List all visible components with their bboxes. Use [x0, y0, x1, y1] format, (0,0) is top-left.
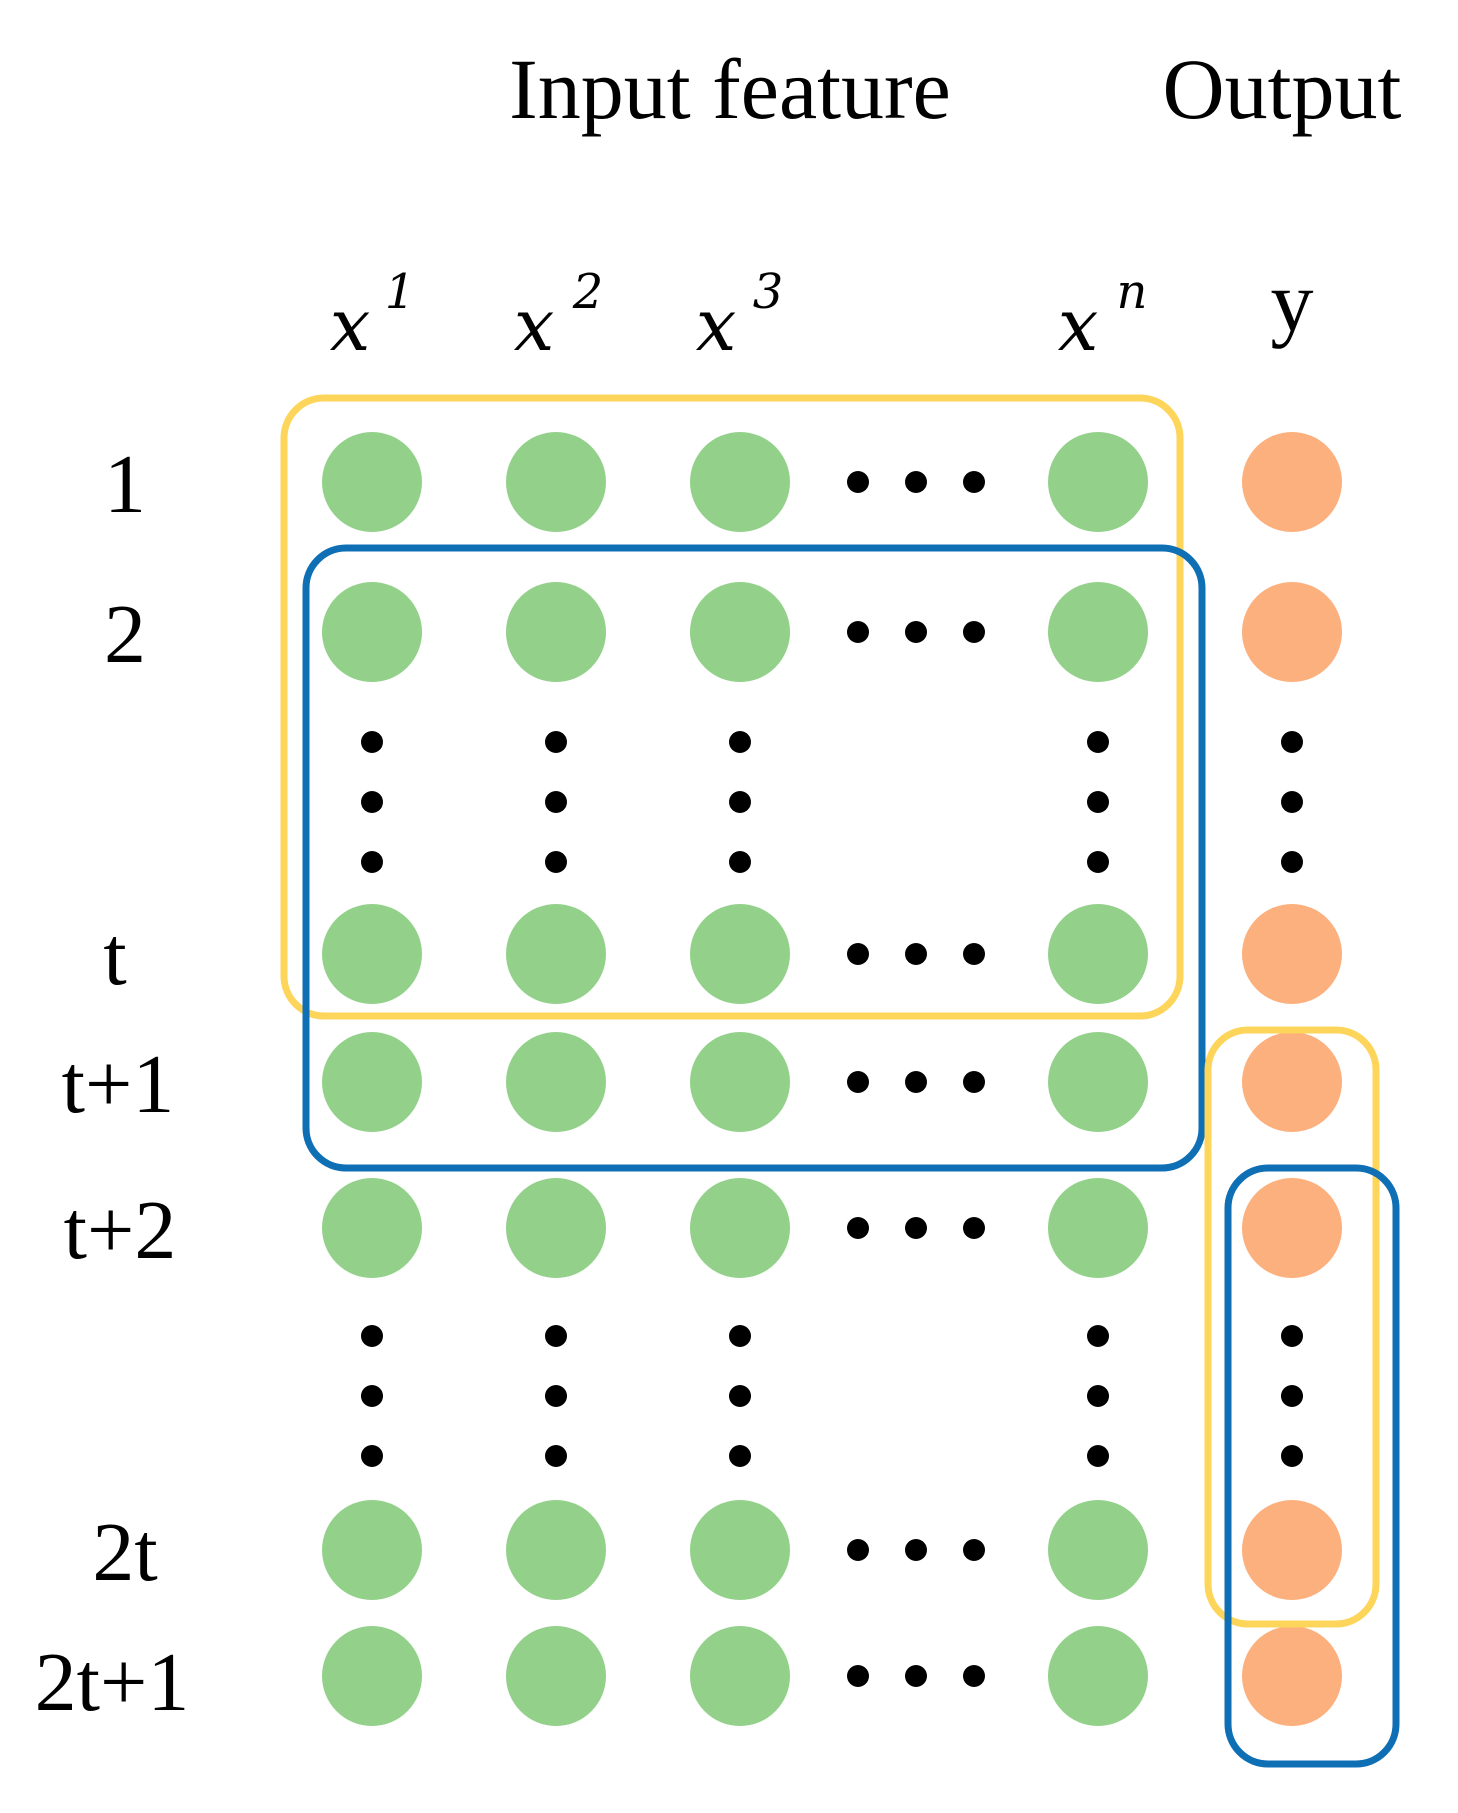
input-node-2t-col2 [506, 1500, 606, 1600]
ellipsis-layer [361, 471, 1303, 1687]
input-node-t-plus-2-col4 [1048, 1178, 1148, 1278]
output-window-2 [1224, 1164, 1400, 1768]
input-node-2-col4 [1048, 582, 1148, 682]
horizontal-ellipsis-t [847, 943, 985, 965]
vertical-ellipsis-gap1-col3 [729, 731, 751, 873]
input-node-t-plus-1-col4 [1048, 1032, 1148, 1132]
horizontal-ellipsis-t-plus-2 [847, 1217, 985, 1239]
input-node-t-plus-1-col3 [690, 1032, 790, 1132]
input-node-2t-col3 [690, 1500, 790, 1600]
output-header: Output [1163, 41, 1402, 137]
input-node-2t-plus-1-col3 [690, 1626, 790, 1726]
input-node-1-col2 [506, 432, 606, 532]
row-label-t-plus-1: t+1 [62, 1038, 175, 1131]
svg-text:x: x [514, 283, 555, 367]
column-label-x2: x 2 [514, 264, 604, 367]
input-node-t-plus-1-col2 [506, 1032, 606, 1132]
column-label-x1: x 1 [330, 264, 416, 367]
vertical-ellipsis-gap1-col1 [361, 731, 383, 873]
input-node-t-col3 [690, 904, 790, 1004]
input-node-t-plus-1-col1 [322, 1032, 422, 1132]
input-node-t-plus-2-col3 [690, 1178, 790, 1278]
input-node-2t-plus-1-col1 [322, 1626, 422, 1726]
row-label-2: 2 [104, 588, 146, 681]
output-node-2t [1242, 1500, 1342, 1600]
svg-text:x: x [696, 283, 737, 367]
vertical-ellipsis-gap2-col2 [545, 1325, 567, 1467]
horizontal-ellipsis-2t [847, 1539, 985, 1561]
vertical-ellipsis-gap1-col5 [1281, 731, 1303, 873]
input-node-1-col3 [690, 432, 790, 532]
input-node-1-col1 [322, 432, 422, 532]
input-node-2-col2 [506, 582, 606, 682]
column-label-x3: x 3 [696, 264, 784, 367]
input-node-2t-plus-1-col2 [506, 1626, 606, 1726]
vertical-ellipsis-gap2-col3 [729, 1325, 751, 1467]
input-node-2t-col1 [322, 1500, 422, 1600]
input-node-2t-plus-1-col4 [1048, 1626, 1148, 1726]
input-window-2 [302, 544, 1206, 1172]
svg-text:n: n [1117, 264, 1148, 320]
horizontal-ellipsis-2t-plus-1 [847, 1665, 985, 1687]
output-node-2 [1242, 582, 1342, 682]
vertical-ellipsis-gap1-col4 [1087, 731, 1109, 873]
output-node-t-plus-1 [1242, 1032, 1342, 1132]
input-node-1-col4 [1048, 432, 1148, 532]
svg-text:x: x [330, 283, 371, 367]
svg-text:x: x [1058, 283, 1099, 367]
output-node-1 [1242, 432, 1342, 532]
input-node-t-col2 [506, 904, 606, 1004]
input-node-t-col4 [1048, 904, 1148, 1004]
horizontal-ellipsis-t-plus-1 [847, 1071, 985, 1093]
output-node-t [1242, 904, 1342, 1004]
output-window-1 [1204, 1026, 1380, 1628]
input-node-t-plus-2-col2 [506, 1178, 606, 1278]
vertical-ellipsis-gap1-col2 [545, 731, 567, 873]
row-label-2t-plus-1: 2t+1 [35, 1636, 190, 1729]
input-node-t-col1 [322, 904, 422, 1004]
row-label-1: 1 [104, 438, 146, 531]
input-window-1 [280, 394, 1184, 1020]
vertical-ellipsis-gap2-col5 [1281, 1325, 1303, 1467]
input-node-2t-col4 [1048, 1500, 1148, 1600]
svg-text:3: 3 [753, 264, 784, 320]
input-feature-header: Input feature [509, 41, 951, 137]
svg-text:2: 2 [572, 264, 604, 320]
output-node-t-plus-2 [1242, 1178, 1342, 1278]
input-node-2-col1 [322, 582, 422, 682]
input-node-2-col3 [690, 582, 790, 682]
column-label-xn: x n [1058, 264, 1148, 367]
svg-text:1: 1 [385, 264, 416, 320]
horizontal-ellipsis-2 [847, 621, 985, 643]
column-label-y: y [1271, 253, 1314, 349]
vertical-ellipsis-gap2-col1 [361, 1325, 383, 1467]
windows-layer [280, 394, 1400, 1768]
horizontal-ellipsis-1 [847, 471, 985, 493]
vertical-ellipsis-gap2-col4 [1087, 1325, 1109, 1467]
input-node-t-plus-2-col1 [322, 1178, 422, 1278]
row-label-t-plus-2: t+2 [64, 1184, 177, 1277]
row-label-2t: 2t [92, 1506, 157, 1599]
row-label-t: t [103, 910, 126, 1003]
output-node-2t-plus-1 [1242, 1626, 1342, 1726]
nodes-layer [322, 432, 1342, 1726]
